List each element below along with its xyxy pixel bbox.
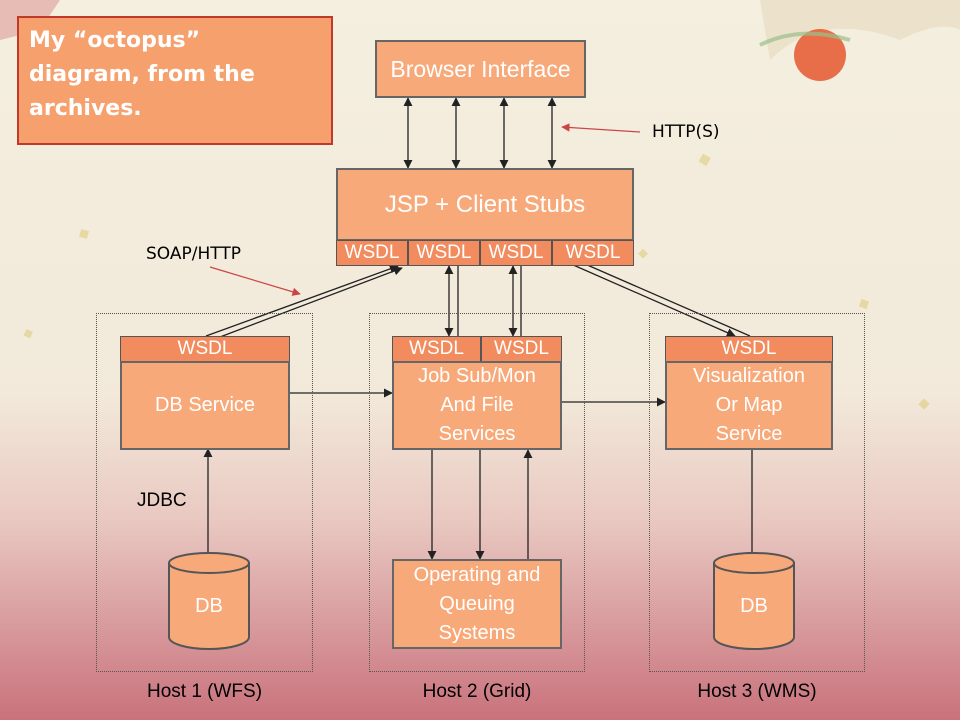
browser-interface-label: Browser Interface — [390, 55, 571, 82]
host-3-label: Host 3 (WMS) — [697, 681, 817, 702]
jsp-wsdl-3: WSDL — [480, 240, 552, 266]
queue-line: Queuing — [439, 592, 515, 615]
host-1-label: Host 1 (WFS) — [146, 681, 263, 702]
queue-line: Systems — [438, 621, 516, 644]
job-wsdl-1: WSDL — [392, 336, 481, 362]
http-label: HTTP(S) — [652, 122, 720, 142]
host-2-container — [369, 313, 585, 672]
db1-label: DB — [195, 595, 223, 617]
host-3-container — [649, 313, 865, 672]
jsp-wsdl-2: WSDL — [408, 240, 480, 266]
viz-wsdl: WSDL — [665, 336, 833, 362]
db3-label: DB — [740, 595, 768, 617]
host-2-label: Host 2 (Grid) — [422, 681, 532, 702]
slide-caption: My “octopus” diagram, from the archives. — [17, 16, 333, 145]
db3-cylinder — [713, 552, 795, 650]
caption-line: diagram, from the — [29, 62, 255, 88]
viz-service-line: Or Map — [715, 394, 783, 416]
viz-service-line: Service — [715, 423, 783, 445]
operating-queuing-box: Operating and Queuing Systems — [392, 559, 562, 649]
browser-interface-box: Browser Interface — [375, 40, 586, 98]
db-service-label: DB Service — [154, 394, 256, 416]
jsp-client-stubs-box: JSP + Client Stubs — [336, 168, 634, 241]
queue-line: Operating and — [413, 563, 541, 586]
caption-line: My “octopus” — [29, 28, 201, 53]
db1-cylinder — [168, 552, 250, 650]
viz-service-line: Visualization — [693, 365, 805, 387]
soap-http-label: SOAP/HTTP — [146, 244, 241, 264]
job-service-line: Job Sub/Mon — [418, 365, 536, 387]
jsp-wsdl-1: WSDL — [336, 240, 408, 266]
job-service-line: Services — [438, 423, 516, 445]
db-service-box: DB Service — [120, 361, 290, 450]
job-wsdl-2: WSDL — [481, 336, 562, 362]
db-service-wsdl: WSDL — [120, 336, 290, 362]
visualization-service-box: Visualization Or Map Service — [665, 361, 833, 450]
job-service-line: And File — [440, 394, 514, 416]
jsp-client-stubs-label: JSP + Client Stubs — [384, 190, 586, 218]
jsp-wsdl-4: WSDL — [552, 240, 634, 266]
job-service-box: Job Sub/Mon And File Services — [392, 361, 562, 450]
caption-line: archives. — [29, 96, 142, 122]
host-1-container — [96, 313, 313, 672]
jdbc-label: JDBC — [137, 490, 187, 511]
